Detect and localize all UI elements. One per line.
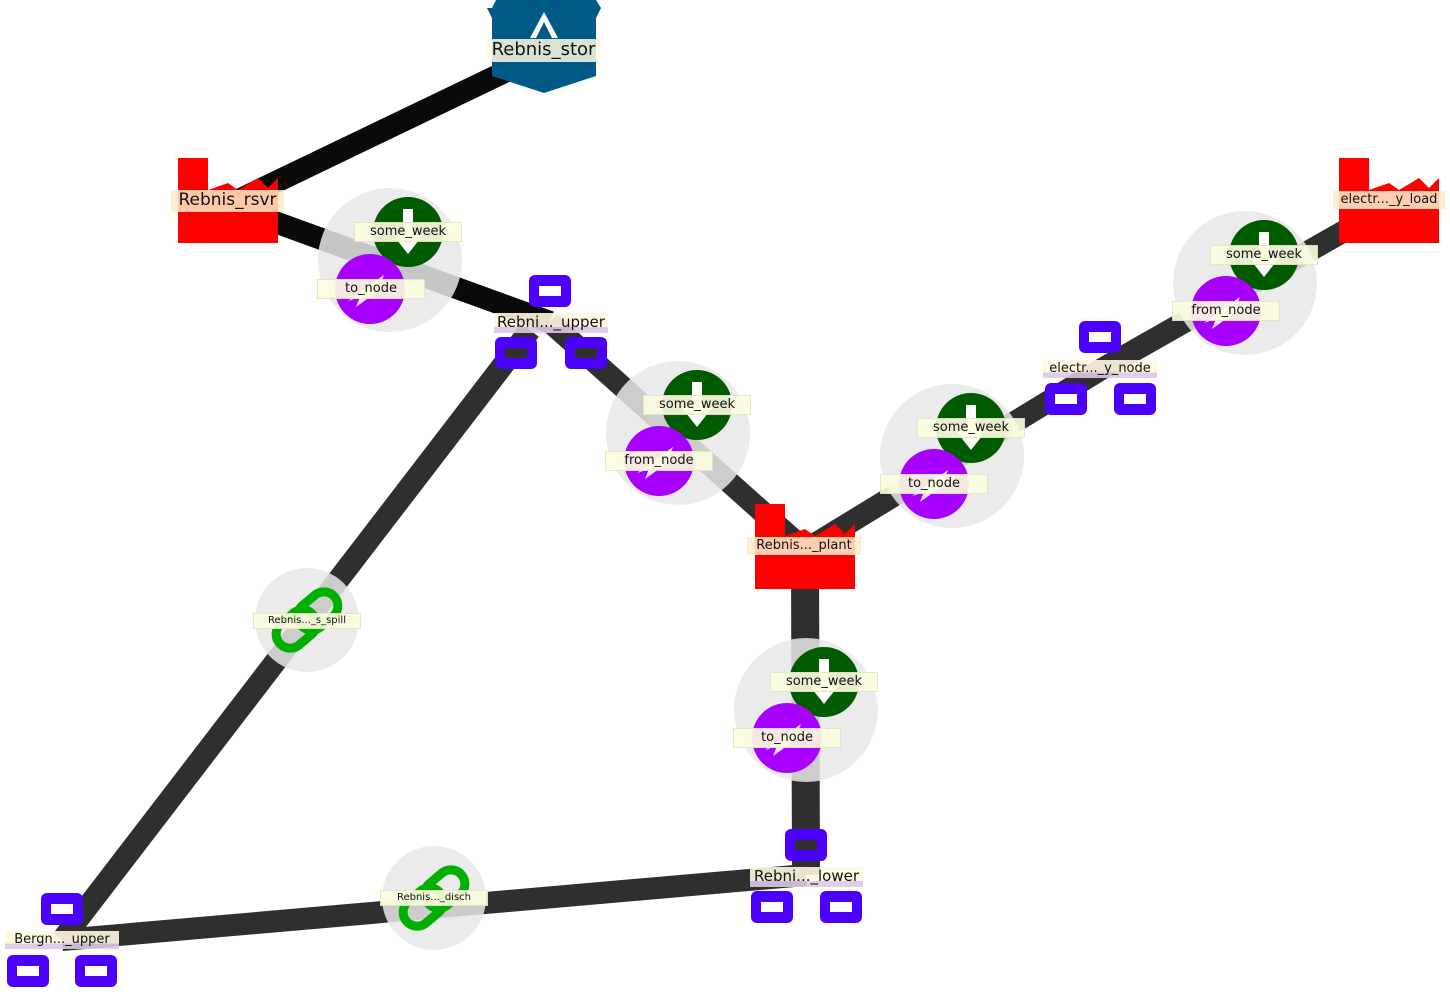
- storage-label: Rebnis_stor: [487, 39, 600, 62]
- lower-label: Rebni..._lower: [750, 867, 863, 887]
- el-node-label: electr..._y_node: [1043, 360, 1157, 378]
- node-icon: [495, 337, 537, 369]
- direction-label: from_node: [605, 451, 713, 471]
- node-icon: [820, 891, 862, 923]
- el-load-label: electr..._y_load: [1333, 191, 1445, 209]
- link-spill-label: Rebnis..._s_spill: [253, 613, 361, 629]
- week-label: some_week: [1210, 245, 1318, 265]
- direction-label: to_node: [880, 474, 988, 494]
- plant-label: Rebnis..._plant: [747, 537, 861, 555]
- node-icon: [529, 275, 571, 307]
- direction-label: from_node: [1172, 301, 1280, 321]
- week-label: some_week: [917, 418, 1025, 438]
- edge-storage-reservoir[interactable]: [223, 45, 545, 215]
- node-icon: [785, 829, 827, 861]
- direction-label: to_node: [733, 728, 841, 748]
- direction-label: to_node: [317, 279, 425, 299]
- bergn-label: Bergn..._upper: [5, 931, 119, 949]
- node-icon: [75, 955, 117, 987]
- node-icon: [7, 955, 49, 987]
- upper-label: Rebni..._upper: [494, 313, 608, 333]
- week-label: some_week: [354, 222, 462, 242]
- relation-r1[interactable]: [318, 188, 462, 332]
- node-icon: [1114, 383, 1156, 415]
- node-icon: [1045, 383, 1087, 415]
- reservoir-label: Rebnis_rsvr: [171, 190, 284, 212]
- node-icon: [1079, 321, 1121, 353]
- relation-r5[interactable]: [734, 638, 878, 782]
- relation-r4[interactable]: [1173, 211, 1317, 355]
- relation-r3[interactable]: [880, 384, 1024, 528]
- node-icon: [41, 893, 83, 925]
- link-disch-label: Rebnis..._disch: [380, 890, 488, 906]
- node-icon: [565, 337, 607, 369]
- relation-r2[interactable]: [606, 361, 750, 505]
- week-label: some_week: [643, 395, 751, 415]
- node-icon: [751, 891, 793, 923]
- week-label: some_week: [770, 672, 878, 692]
